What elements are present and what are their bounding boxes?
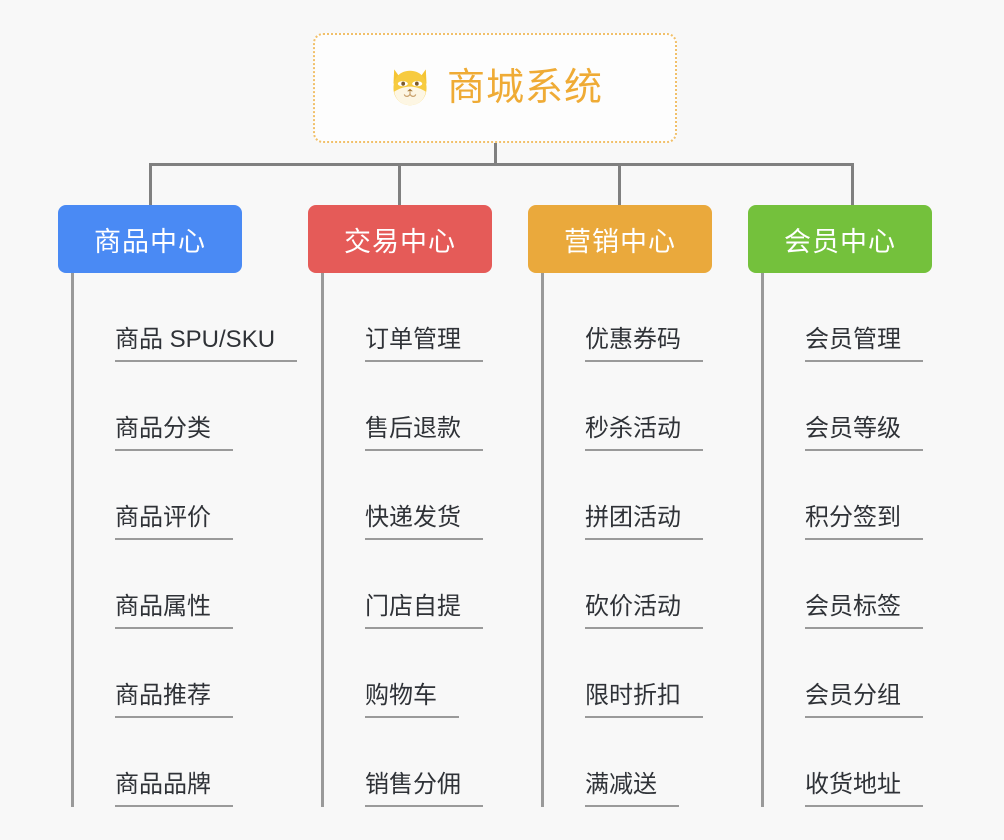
branch-label-1: 商品中心 xyxy=(94,226,206,257)
leaf-label: 商品分类 xyxy=(115,415,233,451)
leaf-label: 会员分组 xyxy=(805,682,923,718)
leaf-label: 商品品牌 xyxy=(115,771,233,807)
leaf-item[interactable]: 积分签到 xyxy=(767,451,996,540)
leaf-label: 订单管理 xyxy=(365,326,483,362)
leaf-item[interactable]: 商品推荐 xyxy=(77,629,306,718)
leaf-label: 收货地址 xyxy=(805,771,923,807)
leaf-item[interactable]: 会员分组 xyxy=(767,629,996,718)
leaf-item[interactable]: 优惠券码 xyxy=(547,273,776,362)
leaf-item[interactable]: 商品 SPU/SKU xyxy=(77,273,306,362)
leaf-label: 购物车 xyxy=(365,682,459,718)
connector-drop-2 xyxy=(398,163,401,207)
connector-drop-4 xyxy=(851,163,854,207)
leaf-label: 门店自提 xyxy=(365,593,483,629)
leaf-item[interactable]: 售后退款 xyxy=(327,362,556,451)
leaf-label: 快递发货 xyxy=(365,504,483,540)
leaf-item[interactable]: 砍价活动 xyxy=(547,540,776,629)
connector-root-stem xyxy=(494,143,497,165)
leaf-label: 会员标签 xyxy=(805,593,923,629)
leaf-item[interactable]: 会员管理 xyxy=(767,273,996,362)
branch-label-2: 交易中心 xyxy=(344,226,456,257)
connector-horizontal-bus xyxy=(149,163,854,166)
root-label: 商城系统 xyxy=(446,67,603,109)
leaf-label: 商品属性 xyxy=(115,593,233,629)
leaf-list-1: 商品 SPU/SKU 商品分类 商品评价 商品属性 商品推荐 商品品牌 xyxy=(71,273,306,807)
leaf-list-2: 订单管理 售后退款 快递发货 门店自提 购物车 销售分佣 xyxy=(321,273,556,807)
leaf-item[interactable]: 秒杀活动 xyxy=(547,362,776,451)
leaf-label: 商品推荐 xyxy=(115,682,233,718)
leaf-label: 限时折扣 xyxy=(585,682,703,718)
branch-交易中心: 交易中心 订单管理 售后退款 快递发货 门店自提 购物车 销售分佣 xyxy=(308,205,556,807)
leaf-item[interactable]: 商品品牌 xyxy=(77,718,306,807)
leaf-item[interactable]: 商品分类 xyxy=(77,362,306,451)
leaf-item[interactable]: 满减送 xyxy=(547,718,776,807)
leaf-item[interactable]: 快递发货 xyxy=(327,451,556,540)
branch-header-3[interactable]: 营销中心 xyxy=(528,205,712,273)
branch-营销中心: 营销中心 优惠券码 秒杀活动 拼团活动 砍价活动 限时折扣 满减送 xyxy=(528,205,776,807)
leaf-label: 售后退款 xyxy=(365,415,483,451)
leaf-label: 满减送 xyxy=(585,771,679,807)
leaf-item[interactable]: 会员标签 xyxy=(767,540,996,629)
leaf-list-3: 优惠券码 秒杀活动 拼团活动 砍价活动 限时折扣 满减送 xyxy=(541,273,776,807)
leaf-label: 会员等级 xyxy=(805,415,923,451)
branch-header-4[interactable]: 会员中心 xyxy=(748,205,932,273)
connector-drop-1 xyxy=(149,163,152,207)
leaf-label: 商品评价 xyxy=(115,504,233,540)
leaf-label: 商品 SPU/SKU xyxy=(115,326,298,362)
connector-drop-3 xyxy=(618,163,621,207)
leaf-item[interactable]: 商品评价 xyxy=(77,451,306,540)
leaf-item[interactable]: 拼团活动 xyxy=(547,451,776,540)
leaf-item[interactable]: 门店自提 xyxy=(327,540,556,629)
branch-header-1[interactable]: 商品中心 xyxy=(58,205,242,273)
branch-商品中心: 商品中心 商品 SPU/SKU 商品分类 商品评价 商品属性 商品推荐 商品品牌 xyxy=(58,205,306,807)
leaf-item[interactable]: 商品属性 xyxy=(77,540,306,629)
leaf-item[interactable]: 订单管理 xyxy=(327,273,556,362)
leaf-item[interactable]: 会员等级 xyxy=(767,362,996,451)
leaf-label: 砍价活动 xyxy=(585,593,703,629)
leaf-item[interactable]: 限时折扣 xyxy=(547,629,776,718)
leaf-label: 积分签到 xyxy=(805,504,923,540)
shiba-dog-face-icon xyxy=(387,65,433,111)
leaf-label: 优惠券码 xyxy=(585,326,703,362)
leaf-list-4: 会员管理 会员等级 积分签到 会员标签 会员分组 收货地址 xyxy=(761,273,996,807)
leaf-label: 销售分佣 xyxy=(365,771,483,807)
branch-会员中心: 会员中心 会员管理 会员等级 积分签到 会员标签 会员分组 收货地址 xyxy=(748,205,996,807)
leaf-item[interactable]: 销售分佣 xyxy=(327,718,556,807)
leaf-item[interactable]: 购物车 xyxy=(327,629,556,718)
branch-label-4: 会员中心 xyxy=(784,226,896,257)
branch-label-3: 营销中心 xyxy=(564,226,676,257)
leaf-label: 拼团活动 xyxy=(585,504,703,540)
leaf-label: 会员管理 xyxy=(805,326,923,362)
leaf-label: 秒杀活动 xyxy=(585,415,703,451)
branch-header-2[interactable]: 交易中心 xyxy=(308,205,492,273)
leaf-item[interactable]: 收货地址 xyxy=(767,718,996,807)
root-node[interactable]: 商城系统 xyxy=(313,33,677,143)
